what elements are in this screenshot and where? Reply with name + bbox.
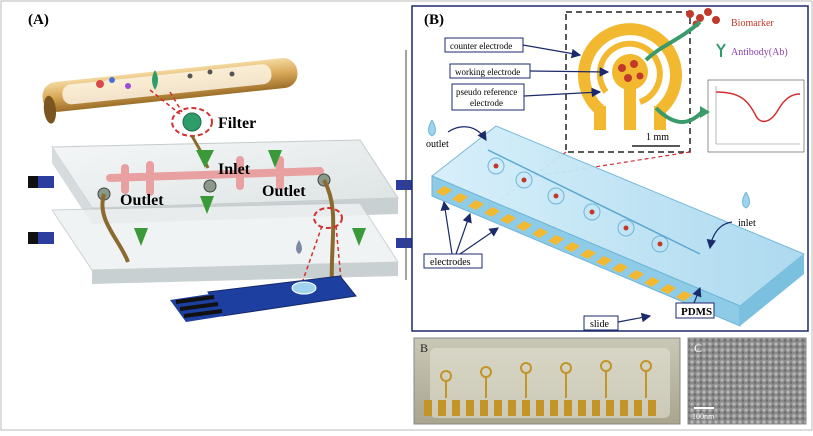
filter-icon — [182, 112, 202, 132]
pdms-callout — [675, 302, 715, 319]
channels — [106, 156, 324, 196]
pseudo-reference-label-1: pseudo reference — [456, 87, 517, 97]
inlet-label: Inlet — [218, 161, 251, 178]
sensor-sites — [487, 157, 669, 253]
outlet-left-label: Outlet — [120, 192, 164, 209]
pseudo-reference-callout — [451, 83, 525, 111]
working-electrode-label: working electrode — [455, 67, 520, 77]
electrodes-label: electrodes — [430, 257, 471, 268]
inlet-label: inlet — [738, 218, 756, 229]
sensor-biomarkers — [493, 163, 663, 247]
photo-b-pads — [424, 400, 656, 416]
photo-b-label: B — [420, 341, 428, 355]
filter-label: Filter — [218, 115, 256, 132]
slide-callout — [583, 315, 619, 331]
electrodes-callout — [423, 253, 483, 269]
droplet-icon — [296, 240, 302, 254]
electrode-pads — [436, 186, 692, 301]
panel-b: (B) 1 mm Biomarker — [411, 5, 809, 332]
screen-printed-sensor — [170, 275, 357, 322]
slide-label: slide — [590, 319, 609, 330]
pdms-label: PDMS — [681, 306, 712, 318]
outlet-right-label: Outlet — [262, 183, 306, 200]
biomarker-cluster — [644, 8, 720, 62]
sem-image — [687, 337, 807, 425]
photo-c: C 100nm — [687, 337, 807, 425]
photo-c-label: C — [694, 341, 702, 355]
response-curve-inset — [654, 79, 805, 153]
panel-a: (A) Filter — [28, 12, 416, 322]
sensor-highlight-ring — [313, 207, 343, 229]
panel-a-label: (A) — [28, 12, 49, 28]
flow-arrows — [134, 150, 366, 246]
sem-scale-label: 100nm — [692, 412, 715, 421]
counter-electrode-ring — [578, 23, 682, 115]
antibody-icon — [716, 43, 726, 57]
photo-b-electrodes — [440, 360, 652, 398]
inlet-droplet-icon — [742, 191, 750, 209]
antibody-label: Antibody(Ab) — [731, 47, 788, 58]
counter-electrode-label: counter electrode — [450, 41, 512, 51]
zoom-box — [565, 11, 691, 153]
microfluidic-chip — [28, 135, 416, 291]
biomarker-label: Biomarker — [731, 18, 774, 29]
outlet-droplet-icon — [428, 119, 436, 137]
working-electrode-disk — [612, 54, 648, 90]
scale-label: 1 mm — [646, 132, 669, 143]
outlet-label: outlet — [426, 139, 449, 150]
pseudo-reference-label-2: electrode — [470, 98, 503, 108]
photo-b: B — [413, 337, 681, 425]
panel-b-label: (B) — [424, 12, 444, 28]
blood-vessel-tube — [42, 58, 298, 124]
biosensor-chip — [431, 125, 805, 327]
